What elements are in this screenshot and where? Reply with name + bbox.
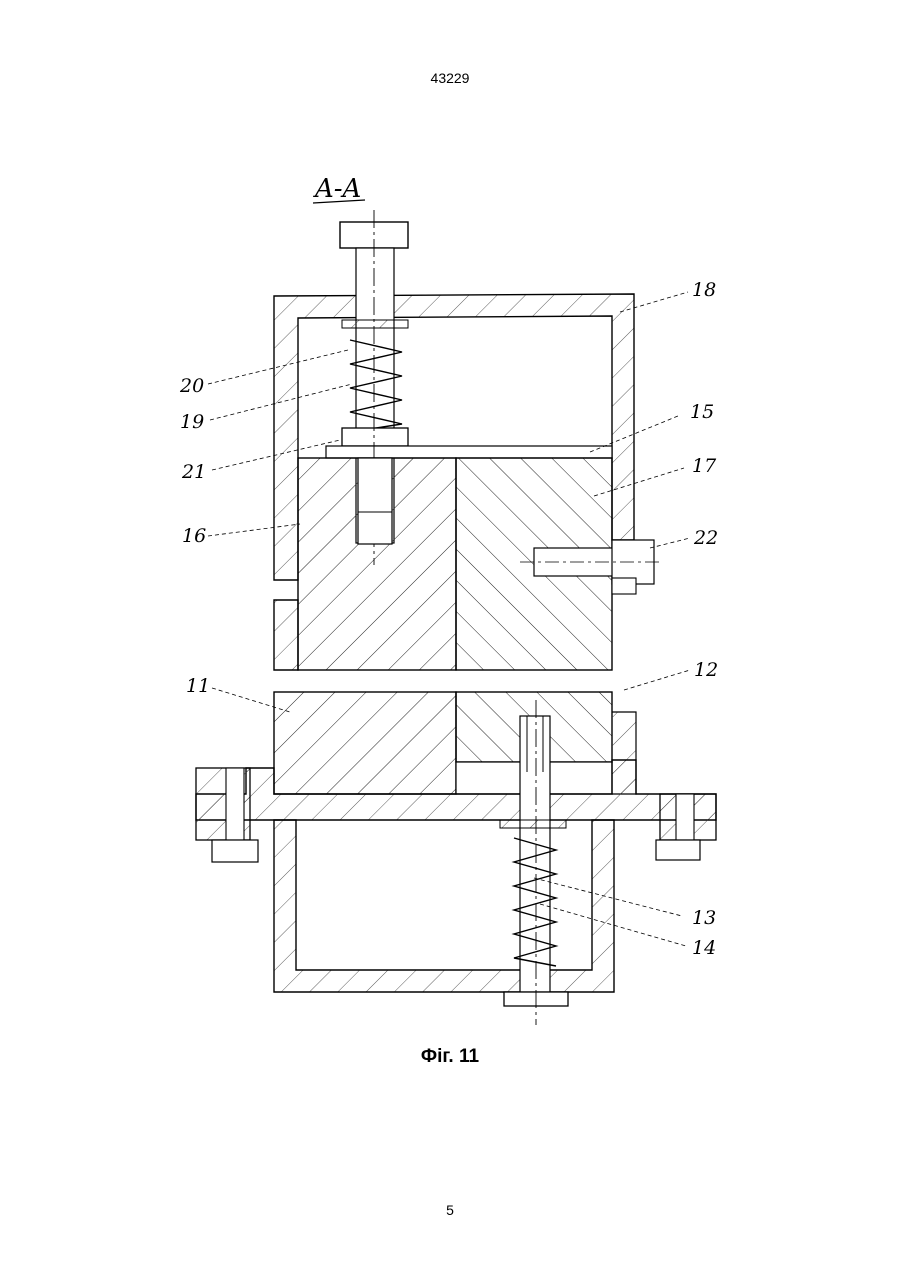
callout-14: 14 — [692, 937, 716, 959]
technical-drawing-section-aa: A-A — [170, 165, 730, 1035]
right-bolt — [676, 794, 694, 840]
plate — [326, 446, 612, 458]
callout-17: 17 — [692, 455, 717, 477]
callout-18: 18 — [692, 279, 716, 301]
side-screw-nut — [612, 578, 636, 594]
left-bolt — [226, 768, 244, 840]
callout-12: 12 — [694, 659, 718, 681]
callout-22: 22 — [693, 527, 718, 549]
lower-housing — [274, 820, 614, 992]
callout-19: 19 — [180, 411, 204, 433]
page-number: 5 — [0, 1202, 900, 1218]
document-number: 43229 — [0, 70, 900, 86]
callout-21: 21 — [181, 461, 206, 483]
callout-13: 13 — [692, 907, 716, 929]
lower-washer-2 — [500, 820, 566, 828]
bolt-in-block — [358, 458, 392, 544]
callout-15: 15 — [690, 401, 714, 423]
figure-caption: Фіг. 11 — [0, 1046, 900, 1068]
section-label: A-A — [313, 174, 361, 204]
block-11 — [274, 692, 456, 794]
callout-11: 11 — [186, 675, 210, 697]
callout-20: 20 — [179, 375, 204, 397]
lower-bolt-shank — [520, 716, 550, 992]
callout-16: 16 — [182, 525, 206, 547]
top-washer — [342, 320, 408, 328]
right-bolt-nut — [656, 840, 700, 860]
nut — [342, 428, 408, 446]
left-bolt-nut — [212, 840, 258, 862]
